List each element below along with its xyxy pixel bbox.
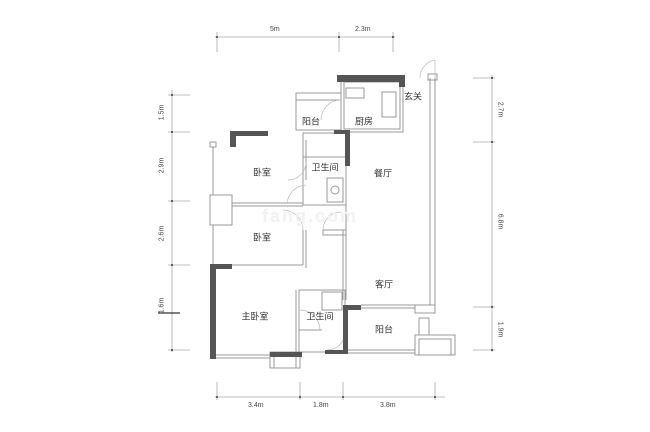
room-label-dining: 餐厅 bbox=[373, 169, 393, 180]
watermark: fang.com bbox=[262, 206, 359, 226]
walls-dark bbox=[210, 75, 405, 359]
room-label-bathroom-master: 卫生间 bbox=[306, 312, 334, 323]
dim-bottom-3: 3.8m bbox=[380, 402, 396, 409]
dim-right-1: 2.7m bbox=[496, 101, 504, 118]
dim-bottom-2: 1.8m bbox=[313, 402, 329, 409]
room-label-living: 客厅 bbox=[374, 280, 394, 291]
room-label-master-bedroom: 主卧室 bbox=[241, 312, 269, 323]
dim-left-3: 2.6m bbox=[158, 225, 166, 242]
room-label-entrance: 玄关 bbox=[403, 92, 423, 103]
room-label-bedroom-2: 卧室 bbox=[252, 233, 272, 244]
dim-bottom-1: 3.4m bbox=[248, 402, 264, 409]
dim-right-3: 1.9m bbox=[496, 321, 504, 338]
dim-top-1: 5m bbox=[270, 26, 280, 33]
room-label-bedroom-1: 卧室 bbox=[252, 168, 272, 179]
dim-left-1: 1.5m bbox=[158, 104, 166, 121]
room-label-balcony-north: 阳台 bbox=[301, 117, 321, 128]
room-label-balcony-south: 阳台 bbox=[374, 325, 394, 336]
dim-left-2: 2.9m bbox=[158, 157, 166, 174]
dim-left-4: 1.6m bbox=[158, 297, 166, 314]
dim-right-2: 6.8m bbox=[496, 213, 504, 230]
room-label-bathroom-north: 卫生间 bbox=[311, 163, 339, 174]
dim-top-2: 2.3m bbox=[355, 26, 371, 33]
door-arcs bbox=[282, 59, 436, 351]
walls-light bbox=[209, 73, 456, 369]
room-label-kitchen: 厨房 bbox=[354, 117, 374, 128]
